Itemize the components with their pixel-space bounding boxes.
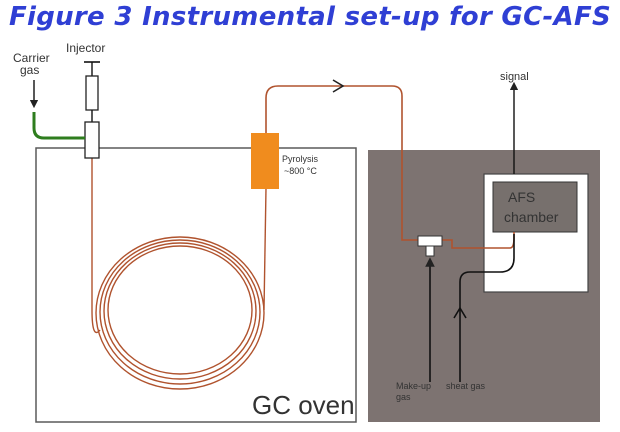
carrier-gas-label-line2: gas xyxy=(20,63,39,77)
pyrolysis-label-line1: Pyrolysis xyxy=(282,154,319,164)
carrier-gas-label-line1: Carrier xyxy=(13,51,50,65)
capillary-coil xyxy=(95,236,265,390)
gc-oven-box xyxy=(35,147,357,423)
afs-label-line2: chamber xyxy=(504,209,559,225)
figure-title: Figure 3 Instrumental set-up for GC-AFS xyxy=(8,2,612,32)
pyrolysis-label-line2: ~800 °C xyxy=(284,166,317,176)
transfer-line-arrow xyxy=(332,79,345,93)
signal-label: signal xyxy=(500,71,529,83)
carrier-gas-line xyxy=(32,112,85,140)
tee-junction xyxy=(417,235,443,247)
make-up-gas-label-line2: gas xyxy=(396,392,411,402)
afs-chamber-box xyxy=(492,181,578,233)
injector-syringe xyxy=(85,75,99,111)
injector-label: Injector xyxy=(66,41,105,55)
capillary-to-pyrolysis xyxy=(263,187,267,311)
make-up-gas-label-line1: Make-up xyxy=(396,381,431,391)
gc-oven-label: GC oven xyxy=(252,390,355,420)
injector-port xyxy=(84,121,100,159)
sheat-gas-line xyxy=(459,234,515,382)
pyrolysis-block xyxy=(251,133,279,189)
sheat-gas-label: sheat gas xyxy=(446,381,486,391)
tee-stem xyxy=(425,245,435,257)
sheat-gas-arrow xyxy=(453,306,467,319)
capillary-from-injector xyxy=(91,158,101,334)
afs-label-line1: AFS xyxy=(508,189,535,205)
transfer-line xyxy=(265,85,420,241)
